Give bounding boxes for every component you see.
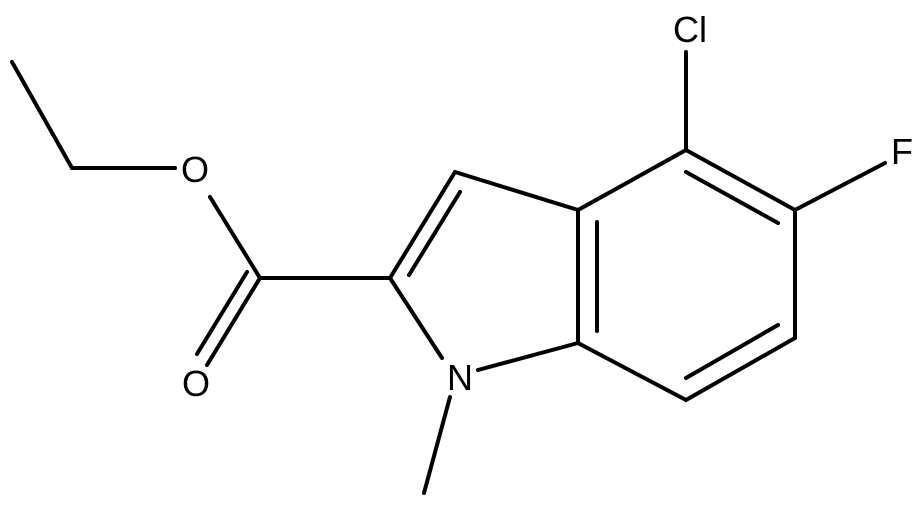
bond-c3a-c4 (576, 148, 688, 212)
atom-label-carbonyl-oxygen: O (182, 363, 210, 404)
bond-c5-f (793, 161, 887, 212)
bond-c6-c7-inner (684, 323, 780, 380)
bond-c4-c5-inner (684, 170, 780, 225)
bond-c2-n1 (388, 276, 444, 360)
bond-c7-c7a (576, 341, 688, 402)
bond-c3-c3a (453, 170, 580, 212)
atom-label-ester-oxygen: O (181, 149, 209, 190)
bond-c4-c5 (684, 148, 797, 212)
bond-c2-c3-inner (407, 190, 462, 277)
bond-carbonyl-double-inner (195, 270, 249, 356)
bond-n1-methyl (422, 395, 452, 495)
atom-label-fluorine: F (891, 131, 913, 172)
bond-c6-c7 (684, 336, 797, 402)
bond-carbonyl-double-outer (205, 276, 262, 367)
atom-label-chlorine: Cl (673, 9, 707, 50)
bond-c2-c3 (388, 170, 457, 280)
atom-label-nitrogen: N (447, 357, 473, 398)
bond-n1-c7a (476, 341, 580, 372)
bond-o-carbonyl-carbon (208, 195, 262, 280)
bond-ethyl-ch3-ch2 (10, 60, 74, 170)
